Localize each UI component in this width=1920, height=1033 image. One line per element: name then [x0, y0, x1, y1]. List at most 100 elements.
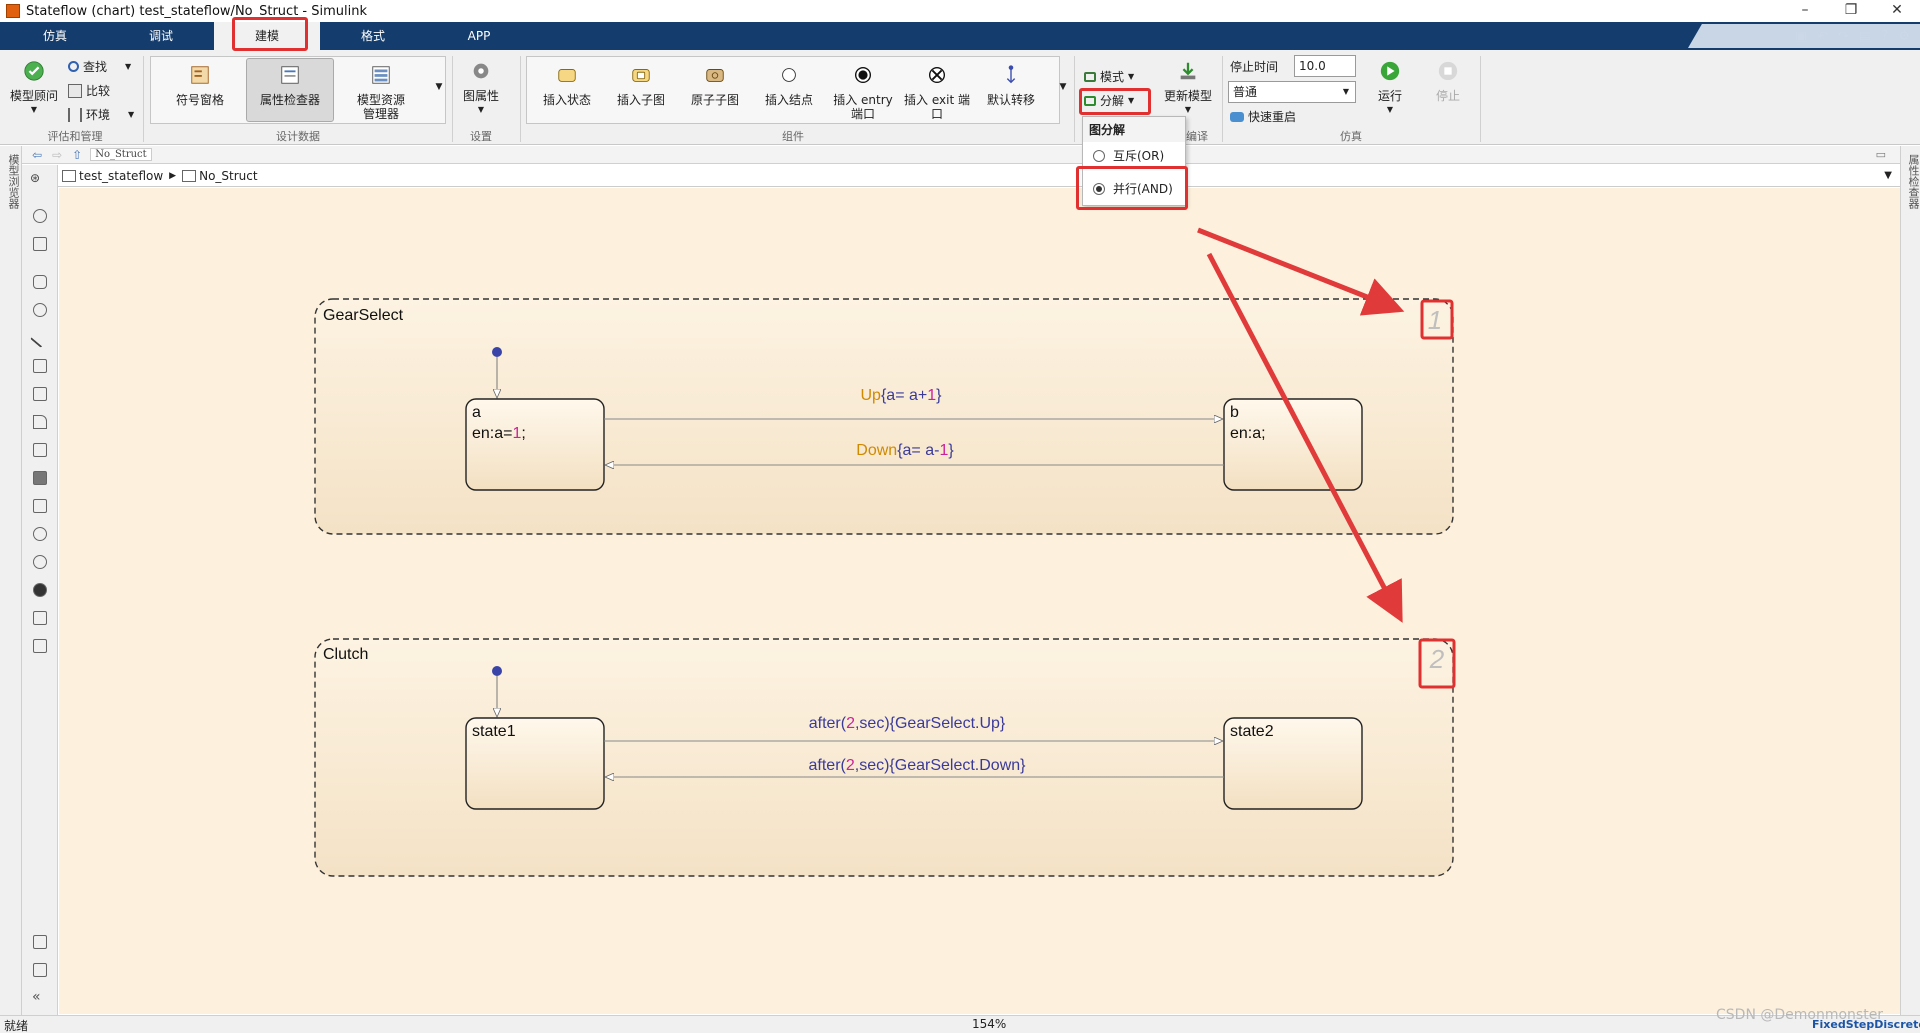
state-state1[interactable]: state1 [465, 717, 605, 810]
fast-restart-button[interactable]: 快速重启 [1230, 108, 1296, 125]
junction-tool-icon[interactable] [33, 303, 47, 317]
property-inspector-strip[interactable]: 属性检查器 [1900, 146, 1920, 1016]
play-icon [1380, 61, 1400, 81]
property-inspector-button[interactable]: 属性检查器 [250, 64, 330, 107]
property-inspector-icon [281, 66, 299, 84]
simulation-mode-select[interactable]: 普通▼ [1228, 81, 1356, 103]
symbol-pane-button[interactable]: 符号窗格 [160, 64, 240, 107]
stop-time-input[interactable]: 10.0 [1294, 55, 1356, 77]
decomposition-option-or[interactable]: 互斥(OR) [1083, 142, 1185, 169]
tab-modeling[interactable]: 建模 [214, 22, 320, 50]
clutch-order: 2 [1429, 644, 1445, 674]
model-explorer-button[interactable]: 模型资源 管理器 [340, 64, 422, 121]
entry-junction-tool-icon[interactable] [33, 583, 47, 597]
restore-button[interactable]: ❐ [1844, 2, 1858, 18]
chevron-down-icon: ▼ [1342, 87, 1349, 96]
ribbon-tab-bar: 仿真 调试 建模 格式 APP ▣ ↶ ↷ ▤ ? ⚙ [0, 22, 1920, 50]
insert-subchart-button[interactable]: 插入子图 [606, 64, 676, 107]
decomposition-option-and[interactable]: 并行(AND) [1083, 175, 1185, 202]
group-label-evaluate: 评估和管理 [47, 130, 103, 143]
solver-name[interactable]: FixedStepDiscrete [1812, 1018, 1920, 1031]
minimize-button[interactable]: – [1801, 2, 1809, 18]
transition-tool-icon[interactable] [30, 328, 50, 348]
atomic-subchart-button[interactable]: 原子子图 [680, 64, 750, 107]
components-gallery-expand[interactable]: ▼ [1059, 82, 1067, 92]
group-label-compile: 编译 [1186, 130, 1208, 143]
matlab-function-tool-icon[interactable] [33, 443, 47, 457]
default-transition-icon [1006, 65, 1016, 84]
state-a[interactable]: a en:a=1; [465, 398, 605, 491]
default-transition-button[interactable]: 默认转移 [976, 64, 1046, 107]
transition-label-down: Down{a= a-1} [856, 442, 954, 459]
simulink-function-tool-icon[interactable] [33, 471, 47, 485]
breadcrumb-chart[interactable]: No_Struct [199, 168, 258, 183]
image-tool-icon[interactable] [33, 611, 47, 625]
model-browser-strip[interactable]: 模型浏览器 [0, 146, 22, 1016]
state-a-name: a [472, 404, 481, 421]
forward-icon[interactable]: ⇨ [52, 147, 63, 162]
group-label-design-data: 设计数据 [276, 130, 320, 143]
chevron-down-icon: ▼ [125, 62, 132, 71]
state1-name: state1 [472, 723, 516, 740]
insert-state-button[interactable]: 插入状态 [532, 64, 602, 107]
redo-icon[interactable]: ↷ [1838, 28, 1850, 44]
box-tool-icon[interactable] [33, 359, 47, 373]
design-gallery-expand[interactable]: ▼ [435, 82, 443, 92]
truth-table-tool-icon[interactable] [33, 499, 47, 513]
chart-properties-button[interactable]: 图属性 ▼ [458, 60, 504, 117]
default-transition-dot [492, 666, 502, 676]
zoom-level[interactable]: 154% [972, 1017, 1007, 1031]
tab-debug[interactable]: 调试 [148, 29, 173, 43]
state-icon [558, 69, 576, 82]
close-button[interactable]: ✕ [1891, 2, 1903, 18]
stop-button[interactable]: 停止 [1428, 60, 1468, 103]
parallel-state-clutch[interactable]: Clutch 2 state1 state2 after(2,sec){Gear… [314, 638, 1454, 877]
screenshot-tool-icon[interactable] [33, 935, 47, 949]
insert-exit-port-button[interactable]: 插入 exit 端 口 [902, 64, 972, 121]
up-icon[interactable]: ⇧ [72, 147, 83, 162]
state-b[interactable]: b en:a; [1223, 398, 1363, 491]
compare-button[interactable]: 比较 [68, 82, 110, 99]
function-tool-icon[interactable] [33, 387, 47, 401]
exit-junction-tool-icon[interactable] [33, 555, 47, 569]
update-model-icon [1180, 62, 1196, 80]
state-state2[interactable]: state2 [1223, 717, 1363, 810]
insert-junction-button[interactable]: 插入结点 [754, 64, 824, 107]
settings-icon[interactable]: ⚙ [1898, 28, 1910, 44]
undo-icon[interactable]: ↶ [1817, 28, 1829, 44]
watermark: CSDN @Demonmonster [1716, 1007, 1884, 1023]
environment-button[interactable]: 环境▼ [68, 106, 134, 123]
print-icon[interactable]: ▤ [1859, 28, 1872, 44]
stop-icon [1438, 61, 1458, 81]
zoom-icon[interactable] [33, 209, 47, 223]
save-icon[interactable]: ▣ [1795, 28, 1808, 44]
fit-view-icon[interactable] [33, 237, 47, 251]
highlight-order-2 [1418, 638, 1456, 689]
breadcrumb-model[interactable]: test_stateflow [79, 168, 164, 183]
collapse-toolbox-icon[interactable]: « [32, 989, 41, 1005]
chevron-down-icon: ▼ [128, 110, 135, 119]
stateflow-canvas[interactable]: GearSelect 1 a en:a=1; b en:a; Up{a= a+1… [59, 188, 1900, 1014]
run-button[interactable]: 运行 ▼ [1370, 60, 1410, 117]
tab-format[interactable]: 格式 [360, 29, 385, 43]
state-tool-icon[interactable] [33, 275, 47, 289]
help-icon[interactable]: ? [1881, 28, 1889, 44]
parallel-state-gearselect[interactable]: GearSelect 1 a en:a=1; b en:a; Up{a= a+1… [314, 298, 1454, 535]
model-advisor-button[interactable]: 模型顾问 ▼ [6, 60, 62, 117]
update-model-button[interactable]: 更新模型 ▼ [1160, 60, 1216, 117]
breadcrumb-dropdown-icon[interactable]: ▼ [1884, 170, 1892, 181]
back-icon[interactable]: ⇦ [32, 147, 43, 162]
mode-button[interactable]: 模式▼ [1084, 68, 1134, 85]
explorer-bar-icon[interactable] [33, 963, 47, 977]
tab-apps[interactable]: APP [467, 29, 491, 43]
state-b-action: en:a; [1230, 425, 1266, 442]
annotation-tool-icon[interactable] [33, 639, 47, 653]
default-transition-tool-icon[interactable] [33, 415, 47, 429]
history-junction-tool-icon[interactable] [33, 527, 47, 541]
hide-panel-icon[interactable]: ▭ [1875, 148, 1886, 161]
tab-simulation[interactable]: 仿真 [42, 29, 67, 43]
hide-show-icon[interactable]: ⊛ [30, 171, 41, 185]
find-button[interactable]: 查找▼ [68, 58, 131, 75]
decomposition-button[interactable]: 分解▼ [1084, 92, 1134, 109]
insert-entry-port-button[interactable]: 插入 entry 端口 [828, 64, 898, 121]
